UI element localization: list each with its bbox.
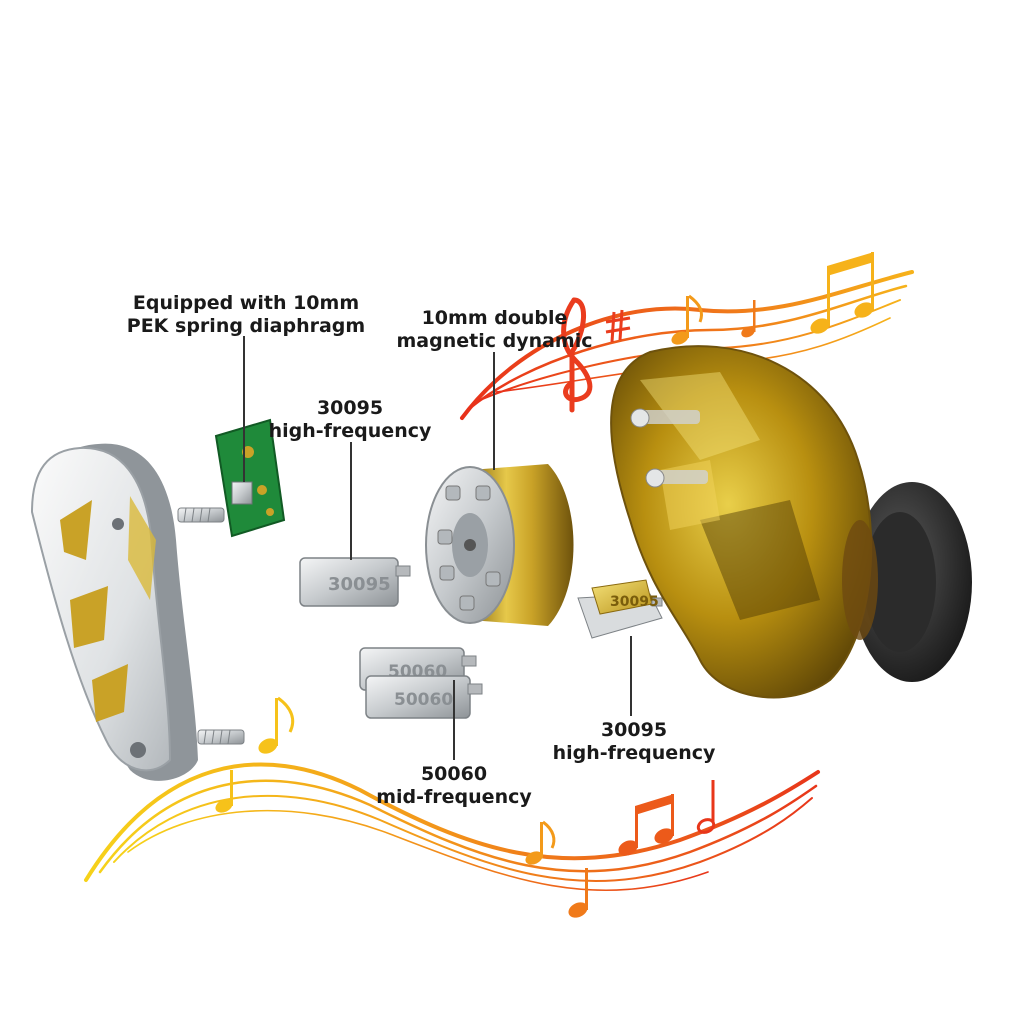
callout-high-frequency-right: 30095 high-frequency: [546, 719, 722, 765]
callout-leaders: [243, 336, 632, 760]
callout-line: 10mm double: [421, 307, 568, 329]
callout-mid-frequency: 50060 mid-frequency: [366, 763, 542, 809]
ear-tip: [852, 482, 972, 682]
callout-line: 30095: [316, 397, 384, 419]
callout-pek-diaphragm: Equipped with 10mm PEK spring diaphragm: [110, 292, 382, 338]
callout-line: PEK spring diaphragm: [126, 315, 366, 337]
callout-line: 50060: [420, 763, 488, 785]
driver-marking: 50060: [394, 690, 453, 710]
music-note-icon: [671, 294, 704, 345]
ba-driver-30095-right: 30095: [577, 579, 663, 639]
screw: [197, 729, 245, 745]
music-note-icon: [810, 252, 874, 334]
dynamic-driver: [425, 464, 574, 626]
music-note-icon: [215, 770, 233, 813]
treble-clef-icon: [561, 297, 593, 413]
screw: [177, 507, 225, 523]
callout-line: Equipped with 10mm: [132, 292, 360, 314]
faceplate: [30, 443, 198, 781]
music-note-icon: [568, 868, 588, 918]
callout-dynamic-driver: 10mm double magnetic dynamic: [392, 307, 597, 353]
driver-marking: 30095: [610, 594, 659, 610]
music-note-icon: [696, 780, 716, 834]
callout-line: high-frequency: [268, 420, 432, 442]
callout-line: magnetic dynamic: [396, 330, 593, 352]
callout-line: mid-frequency: [376, 786, 532, 808]
callout-line: 30095: [600, 719, 668, 741]
callout-line: high-frequency: [552, 742, 716, 764]
sharp-icon: [605, 309, 631, 343]
music-note-icon: [741, 300, 756, 338]
music-note-icon: [258, 696, 295, 754]
music-note-icon: [525, 820, 556, 865]
pek-diaphragm-pcb: [214, 418, 286, 538]
earphone-shell: [610, 345, 878, 699]
callout-high-frequency-left: 30095 high-frequency: [262, 397, 438, 443]
driver-marking: 30095: [328, 574, 391, 595]
music-note-icon: [618, 794, 674, 856]
ba-driver-30095-left: 30095: [299, 557, 411, 607]
ba-driver-50060-bottom: 50060: [365, 675, 483, 719]
